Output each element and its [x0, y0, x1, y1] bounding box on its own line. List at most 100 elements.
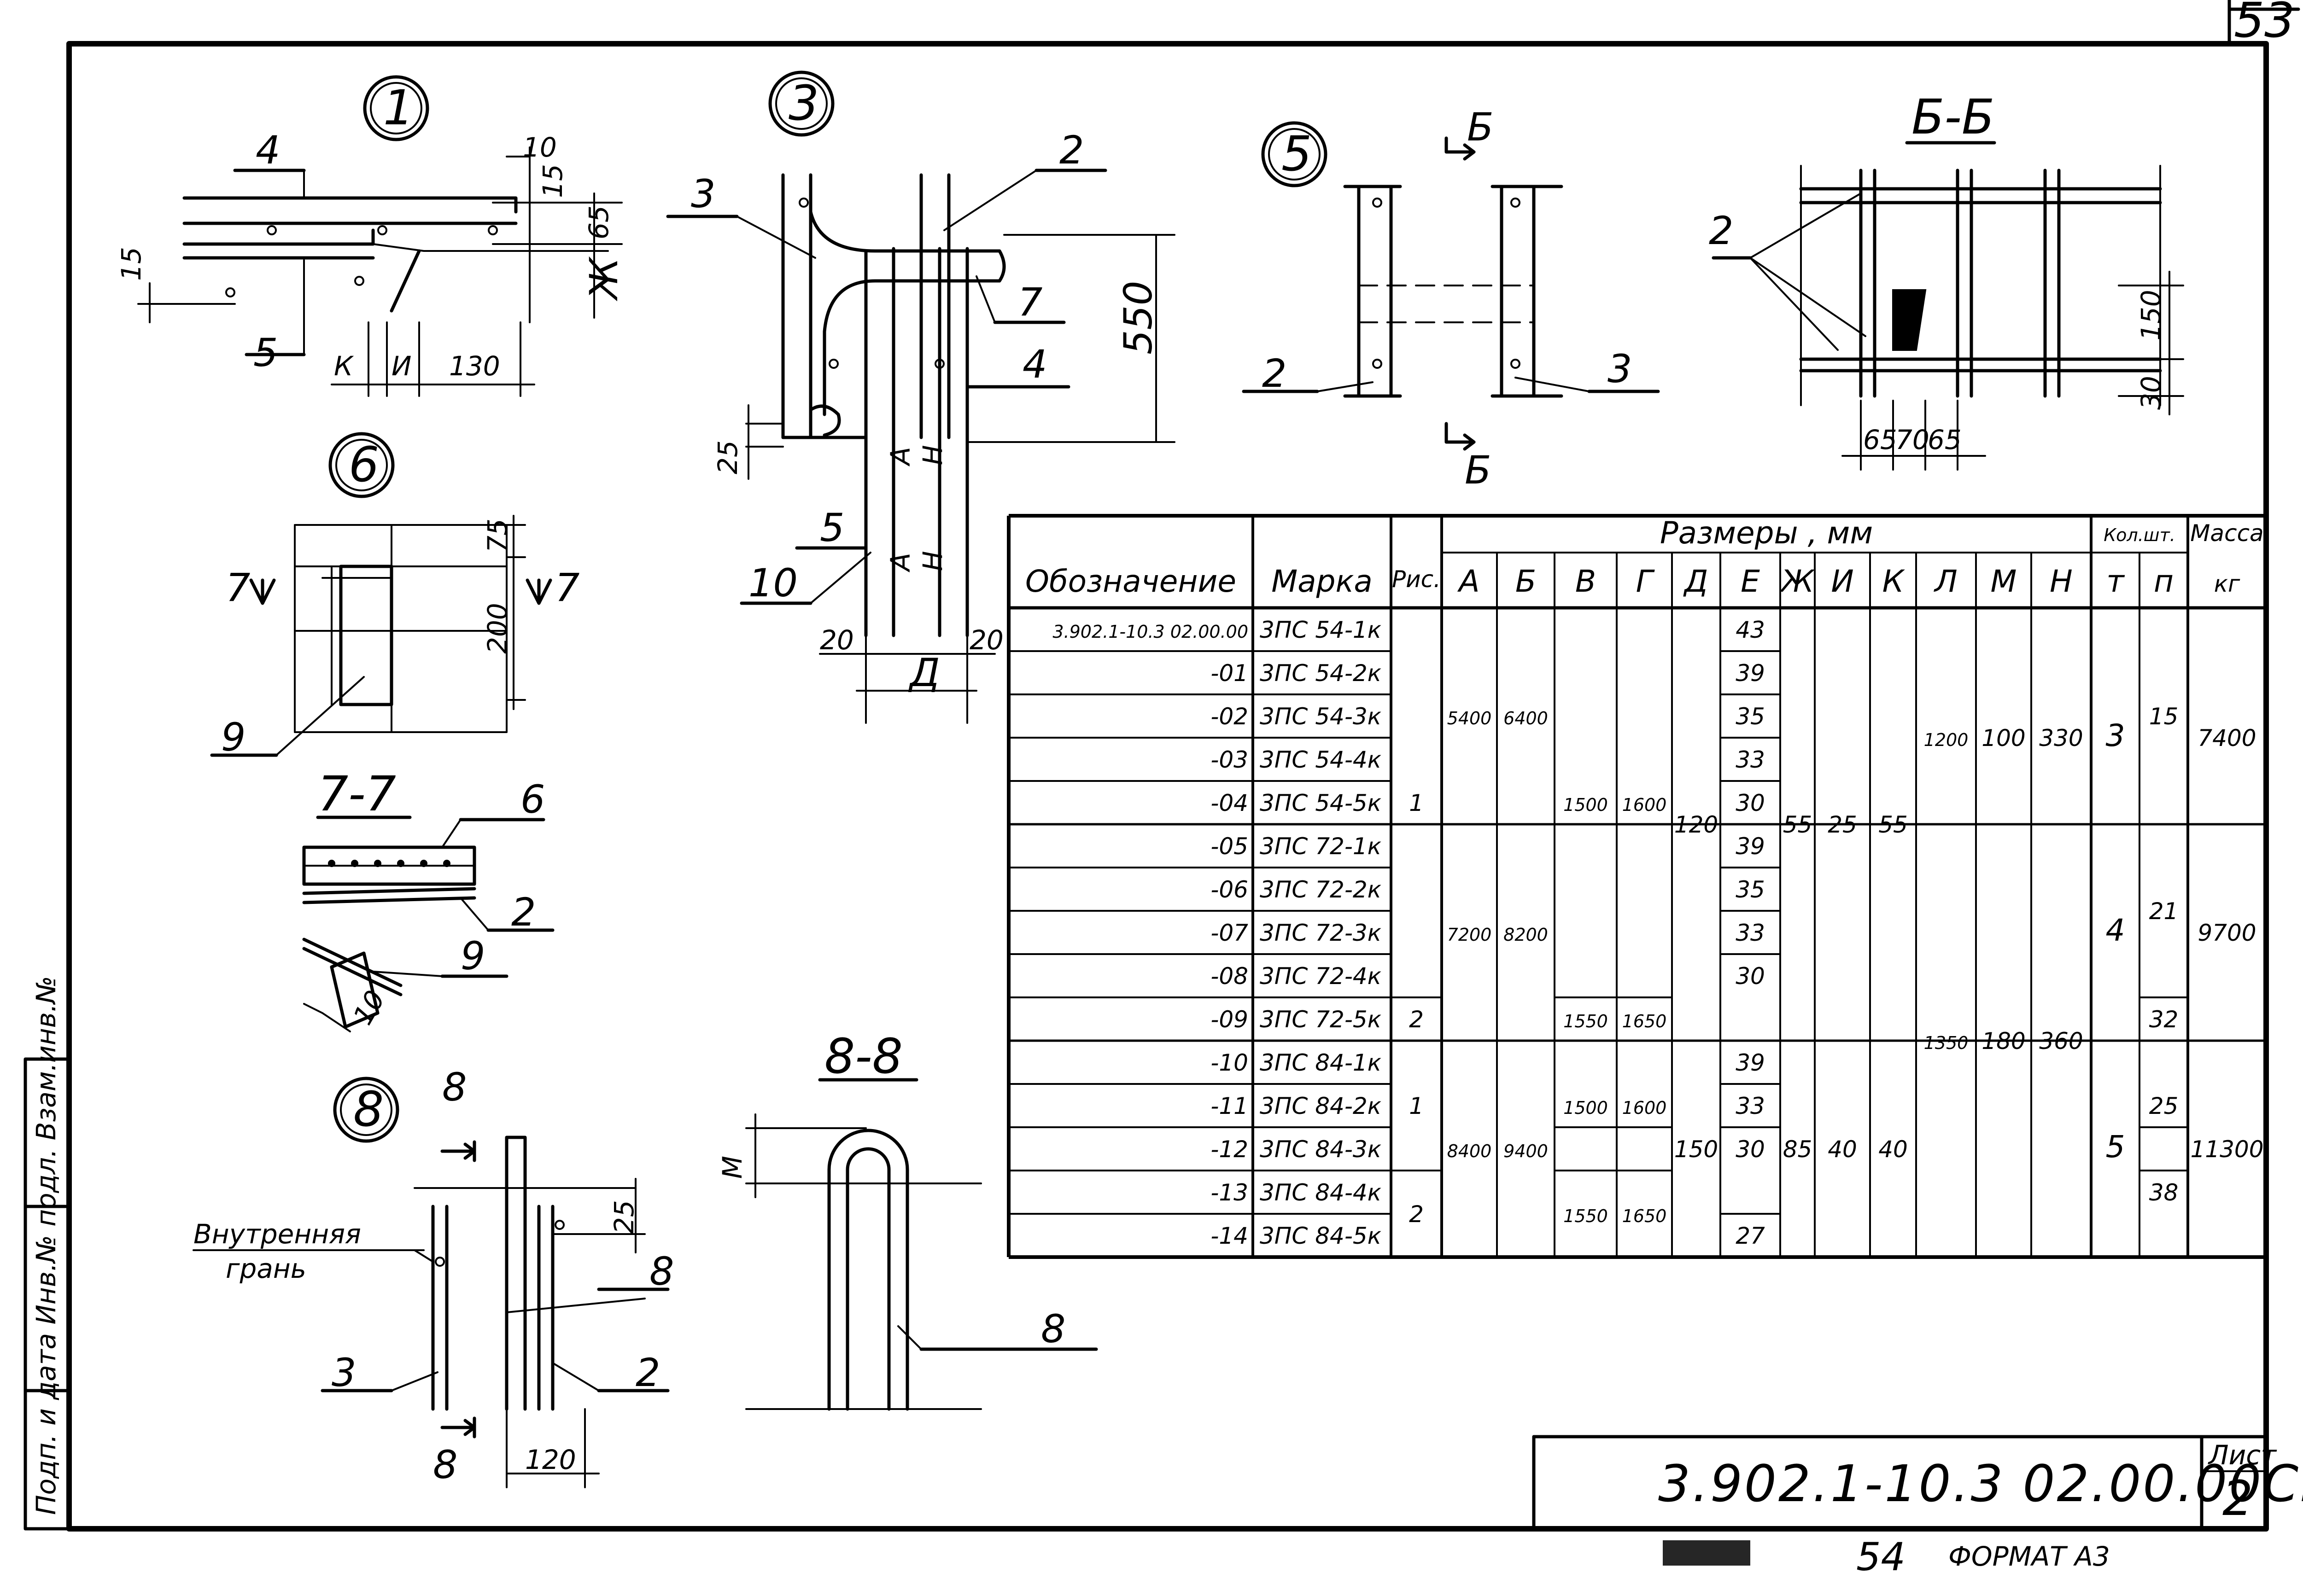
- merged-size-I: 25: [1828, 811, 1857, 838]
- header-mark: Марка: [1271, 564, 1373, 599]
- bottom-stamp-number: 54: [1856, 1534, 1906, 1579]
- row-mark: 3ПС 72-1к: [1260, 833, 1381, 860]
- node-5-section-mark-bottom: Б: [1465, 448, 1491, 493]
- node-3-pos-10: 10: [748, 560, 798, 606]
- section-bb-dim-65-right: 65: [1928, 424, 1962, 455]
- section-88-pos-8: 8: [1041, 1306, 1065, 1351]
- header-size-B: Б: [1515, 564, 1536, 599]
- section-77-pos-2: 2: [511, 890, 536, 935]
- header-qty-group: Кол.шт.: [2104, 525, 2175, 545]
- node-3-pos-4: 4: [1023, 342, 1047, 387]
- node-6-section-mark-left: 7: [226, 565, 250, 610]
- node-8-inner-face-label-1: Внутренняя: [193, 1218, 361, 1250]
- node-6-pos-9: 9: [221, 715, 245, 760]
- node-1-dim-130: 130: [449, 350, 500, 382]
- merged-fig: 2: [1409, 1006, 1424, 1033]
- node-1-pos-4: 4: [256, 128, 280, 173]
- section-77-pos-6: 6: [520, 777, 545, 822]
- merged-size-D: 150: [1674, 1136, 1718, 1163]
- merged-size-D: 120: [1674, 811, 1718, 838]
- merged-size-G: 1600: [1622, 795, 1667, 815]
- header-size-M: М: [1991, 564, 2017, 599]
- header-size-K: К: [1882, 564, 1906, 599]
- node-1-dim-I: И: [392, 350, 411, 382]
- row-mark: 3ПС 72-5к: [1260, 1006, 1381, 1033]
- header-mass-unit: кг: [2214, 571, 2240, 597]
- node-3-pos-3: 3: [691, 171, 715, 216]
- row-size-E: 35: [1736, 876, 1765, 903]
- merged-size-G: 1650: [1622, 1206, 1667, 1226]
- header-qty-p: п: [2154, 564, 2174, 599]
- node-5-section-mark-top: Б: [1467, 105, 1494, 150]
- row-size-E: 39: [1736, 660, 1765, 687]
- merged-size-Zh: 85: [1783, 1136, 1812, 1163]
- row-designation: -09: [1210, 1006, 1248, 1033]
- row-designation: -07: [1210, 920, 1248, 946]
- row-size-E: 39: [1736, 1049, 1765, 1076]
- node-1-dim-Zh: Ж: [581, 256, 626, 302]
- header-size-G: Г: [1636, 564, 1655, 599]
- merged-fig: 2: [1409, 1201, 1424, 1228]
- row-mark: 3ПС 54-1к: [1260, 617, 1381, 643]
- stamp-smudge: [1663, 1540, 1750, 1566]
- node-8-section-mark-top: 8: [442, 1065, 467, 1110]
- merged-size-B: 6400: [1503, 708, 1548, 728]
- header-sizes-group: Размеры , мм: [1660, 515, 1873, 551]
- node-6-marker: 6: [349, 437, 379, 493]
- node-3-dim-N-upper: Н: [917, 445, 948, 465]
- node-3-dim-20-right: 20: [970, 624, 1004, 656]
- node-3-pos-5: 5: [820, 505, 844, 550]
- merged-fig: 1: [1409, 790, 1424, 816]
- node-6-dim-200: 200: [482, 603, 513, 654]
- node-8-pos-3: 3: [332, 1350, 356, 1395]
- header-designation: Обозначение: [1025, 564, 1236, 599]
- row-designation: -04: [1210, 790, 1248, 816]
- row-designation: -14: [1210, 1223, 1248, 1249]
- merged-qty-p: 25: [2149, 1093, 2179, 1119]
- merged-mass: 11300: [2190, 1136, 2263, 1163]
- node-1-dim-15-left: 15: [116, 247, 147, 281]
- node-8-section-mark-bottom: 8: [433, 1442, 457, 1487]
- node-3-dim-A-lower: А: [885, 553, 916, 573]
- node-5: 5 Б Б 2 3: [1242, 105, 1660, 493]
- row-designation: -08: [1210, 963, 1248, 990]
- merged-qty-t: 5: [2106, 1129, 2125, 1165]
- row-size-E: 33: [1736, 1093, 1765, 1119]
- row-size-E: 33: [1736, 920, 1765, 946]
- row-designation: -01: [1210, 660, 1248, 687]
- merged-qty-p: 38: [2149, 1179, 2179, 1206]
- node-6-section-mark-right: 7: [555, 565, 579, 610]
- sizes-table: Обозначение Марка Рис. Размеры , мм Кол.шт. М…: [1007, 514, 2266, 1259]
- row-size-E: 43: [1736, 617, 1765, 643]
- row-size-E: 35: [1736, 703, 1765, 730]
- merged-size-M: 100: [1982, 725, 2025, 751]
- row-designation: -03: [1210, 746, 1248, 773]
- section-bb-dim-65-left: 65: [1863, 424, 1897, 455]
- node-1-pos-5: 5: [253, 330, 278, 375]
- merged-size-K: 40: [1878, 1136, 1908, 1163]
- section-88-dim-M: М: [717, 1156, 748, 1179]
- node-8: 8 8 8 Внутренняя грань 3 2 8 25 120: [193, 1065, 674, 1488]
- node-3-pos-7: 7: [1018, 280, 1042, 325]
- merged-size-A: 5400: [1447, 708, 1492, 728]
- node-3-marker: 3: [789, 75, 819, 131]
- section-bb-pos-2: 2: [1709, 208, 1733, 253]
- merged-mass: 9700: [2198, 920, 2256, 946]
- row-designation: -02: [1210, 703, 1248, 730]
- node-1-dim-65: 65: [583, 205, 614, 239]
- merged-size-G: 1600: [1622, 1098, 1667, 1118]
- header-fig: Рис.: [1392, 566, 1441, 593]
- row-mark: 3ПС 84-3к: [1260, 1136, 1381, 1163]
- row-mark: 3ПС 54-2к: [1260, 660, 1381, 687]
- row-size-E: 27: [1736, 1223, 1765, 1249]
- margin-stamp-text: Подп. и дата Инв.№ подл. Взам.инв.№: [30, 976, 62, 1515]
- header-size-E: Е: [1741, 564, 1760, 599]
- merged-size-L: 1200: [1924, 730, 1969, 750]
- row-mark: 3ПС 54-4к: [1260, 746, 1381, 773]
- merged-size-V: 1550: [1563, 1011, 1608, 1031]
- node-5-marker: 5: [1281, 126, 1312, 182]
- merged-size-L: 1350: [1924, 1033, 1969, 1053]
- node-3: 3 3 2 7 4 5 10 550 25 20 20 Д А Н: [666, 70, 1175, 724]
- merged-size-V: 1550: [1563, 1206, 1608, 1226]
- row-size-E: 39: [1736, 833, 1765, 860]
